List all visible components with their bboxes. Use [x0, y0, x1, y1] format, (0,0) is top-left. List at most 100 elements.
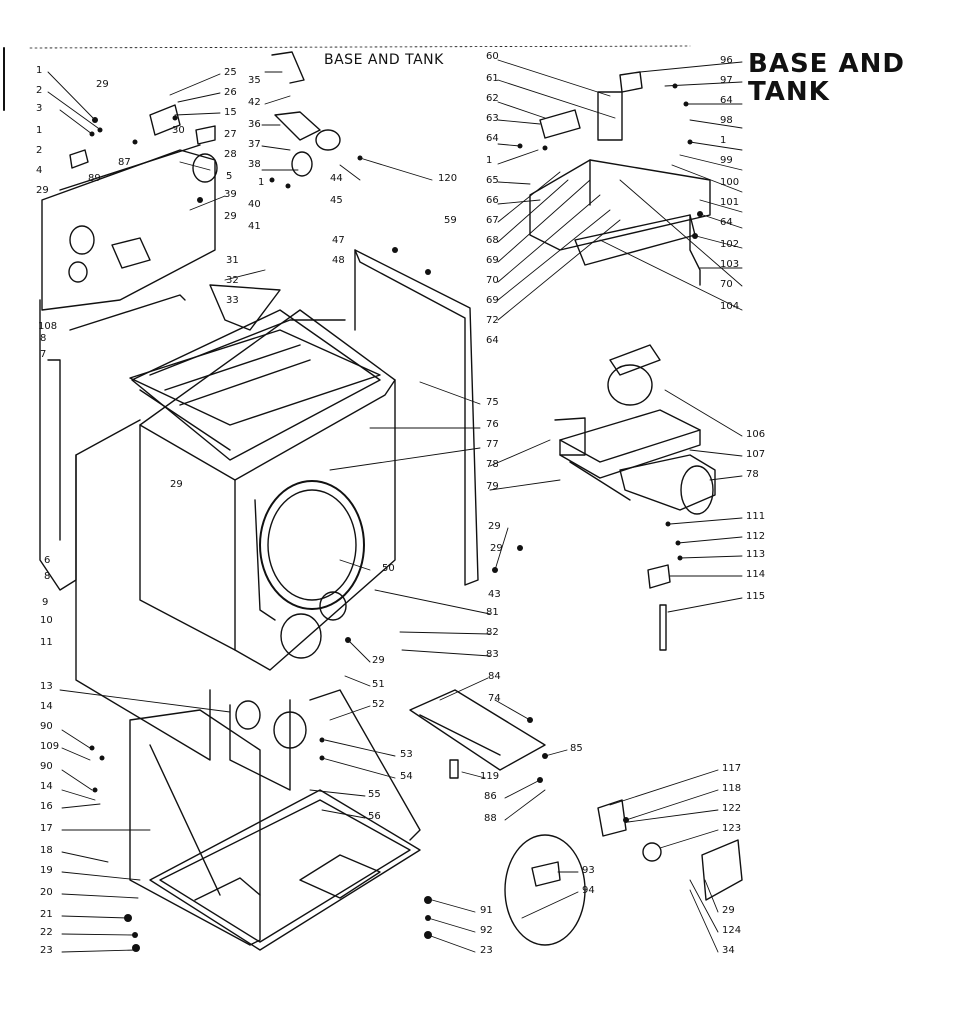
part-label: 92: [480, 925, 493, 936]
part-label: 9: [42, 597, 49, 608]
part-label: 36: [248, 119, 261, 130]
part-label: 26: [224, 87, 237, 98]
part-label: 29: [490, 543, 503, 554]
dispenser-assembly: [554, 344, 716, 651]
part-label: 50: [382, 563, 395, 574]
base-frame: [129, 689, 421, 951]
rear-panel: [41, 144, 218, 311]
part-label: 65: [486, 175, 499, 186]
tank-cover: [129, 284, 381, 426]
part-label: 93: [582, 865, 595, 876]
part-label: 75: [486, 397, 499, 408]
part-label: 29: [224, 211, 237, 222]
part-label: 34: [722, 945, 735, 956]
part-label: 78: [746, 469, 759, 480]
part-label: 8: [44, 571, 51, 582]
part-label: 101: [720, 197, 740, 208]
part-label: 32: [226, 275, 239, 286]
part-label: 15: [224, 107, 237, 118]
part-label: 104: [720, 301, 740, 312]
part-label: 119: [480, 771, 500, 782]
part-label: 62: [486, 93, 499, 104]
part-label: 1: [36, 65, 43, 76]
part-label: 69: [486, 255, 499, 266]
part-label: 29: [488, 521, 501, 532]
part-label: 120: [438, 173, 458, 184]
part-label: 66: [486, 195, 499, 206]
part-label: 124: [722, 925, 742, 936]
lower-right-parts: [409, 689, 743, 946]
fasteners: [89, 83, 703, 952]
part-label: 68: [486, 235, 499, 246]
part-label: 98: [720, 115, 733, 126]
part-label: 123: [722, 823, 742, 834]
part-label: 64: [720, 95, 733, 106]
part-label: 90: [40, 721, 53, 732]
part-label: 94: [582, 885, 595, 896]
part-label: 102: [720, 239, 740, 250]
title-line-2: TANK: [748, 77, 830, 107]
part-label: 29: [170, 479, 183, 490]
part-label: 21: [40, 909, 53, 920]
part-label: 91: [480, 905, 493, 916]
part-label: 81: [486, 607, 499, 618]
part-label: 18: [40, 845, 53, 856]
part-label: 76: [486, 419, 499, 430]
part-label: 51: [372, 679, 385, 690]
part-label: 70: [720, 279, 733, 290]
part-label: 19: [40, 865, 53, 876]
part-label: 115: [746, 591, 766, 602]
part-label: 2: [36, 85, 43, 96]
part-label: 72: [486, 315, 499, 326]
part-label: 29: [96, 79, 109, 90]
part-label: 23: [40, 945, 53, 956]
part-label: 1: [720, 135, 727, 146]
part-label: 37: [248, 139, 261, 150]
part-label: 44: [330, 173, 343, 184]
diagram-caption: BASE AND TANK: [324, 52, 444, 68]
part-label: 42: [248, 97, 261, 108]
part-label: 5: [226, 171, 233, 182]
part-label: 60: [486, 51, 499, 62]
part-label: 89: [88, 173, 101, 184]
part-label: 1: [486, 155, 493, 166]
part-label: 69: [486, 295, 499, 306]
part-label: 90: [40, 761, 53, 772]
part-label: 111: [746, 511, 766, 522]
part-label: 25: [224, 67, 237, 78]
part-label: 59: [444, 215, 457, 226]
part-label: 70: [486, 275, 499, 286]
part-label: 63: [486, 113, 499, 124]
part-label: 33: [226, 295, 239, 306]
part-label: 113: [746, 549, 766, 560]
part-label: 79: [486, 481, 499, 492]
part-label: 55: [368, 789, 381, 800]
part-label: 107: [746, 449, 766, 460]
part-label: 40: [248, 199, 261, 210]
part-label: 100: [720, 177, 740, 188]
small-hardware-parts: [69, 51, 341, 177]
part-label: 109: [40, 741, 60, 752]
part-label: 30: [172, 125, 185, 136]
title-line-1: BASE AND: [748, 49, 905, 79]
part-label: 87: [118, 157, 131, 168]
part-label: 48: [332, 255, 345, 266]
part-label: 122: [722, 803, 742, 814]
part-label: 4: [36, 165, 43, 176]
part-label: 1: [258, 177, 265, 188]
part-label: 13: [40, 681, 53, 692]
part-label: 29: [722, 905, 735, 916]
cabinet-shell: [39, 294, 211, 761]
part-label: 112: [746, 531, 766, 542]
part-label: 106: [746, 429, 766, 440]
part-label: 64: [486, 133, 499, 144]
part-label: 6: [44, 555, 51, 566]
part-label: 83: [486, 649, 499, 660]
part-label: 23: [480, 945, 493, 956]
part-label: 27: [224, 129, 237, 140]
part-label: 53: [400, 749, 413, 760]
part-label: 54: [400, 771, 413, 782]
part-label: 108: [38, 321, 58, 332]
